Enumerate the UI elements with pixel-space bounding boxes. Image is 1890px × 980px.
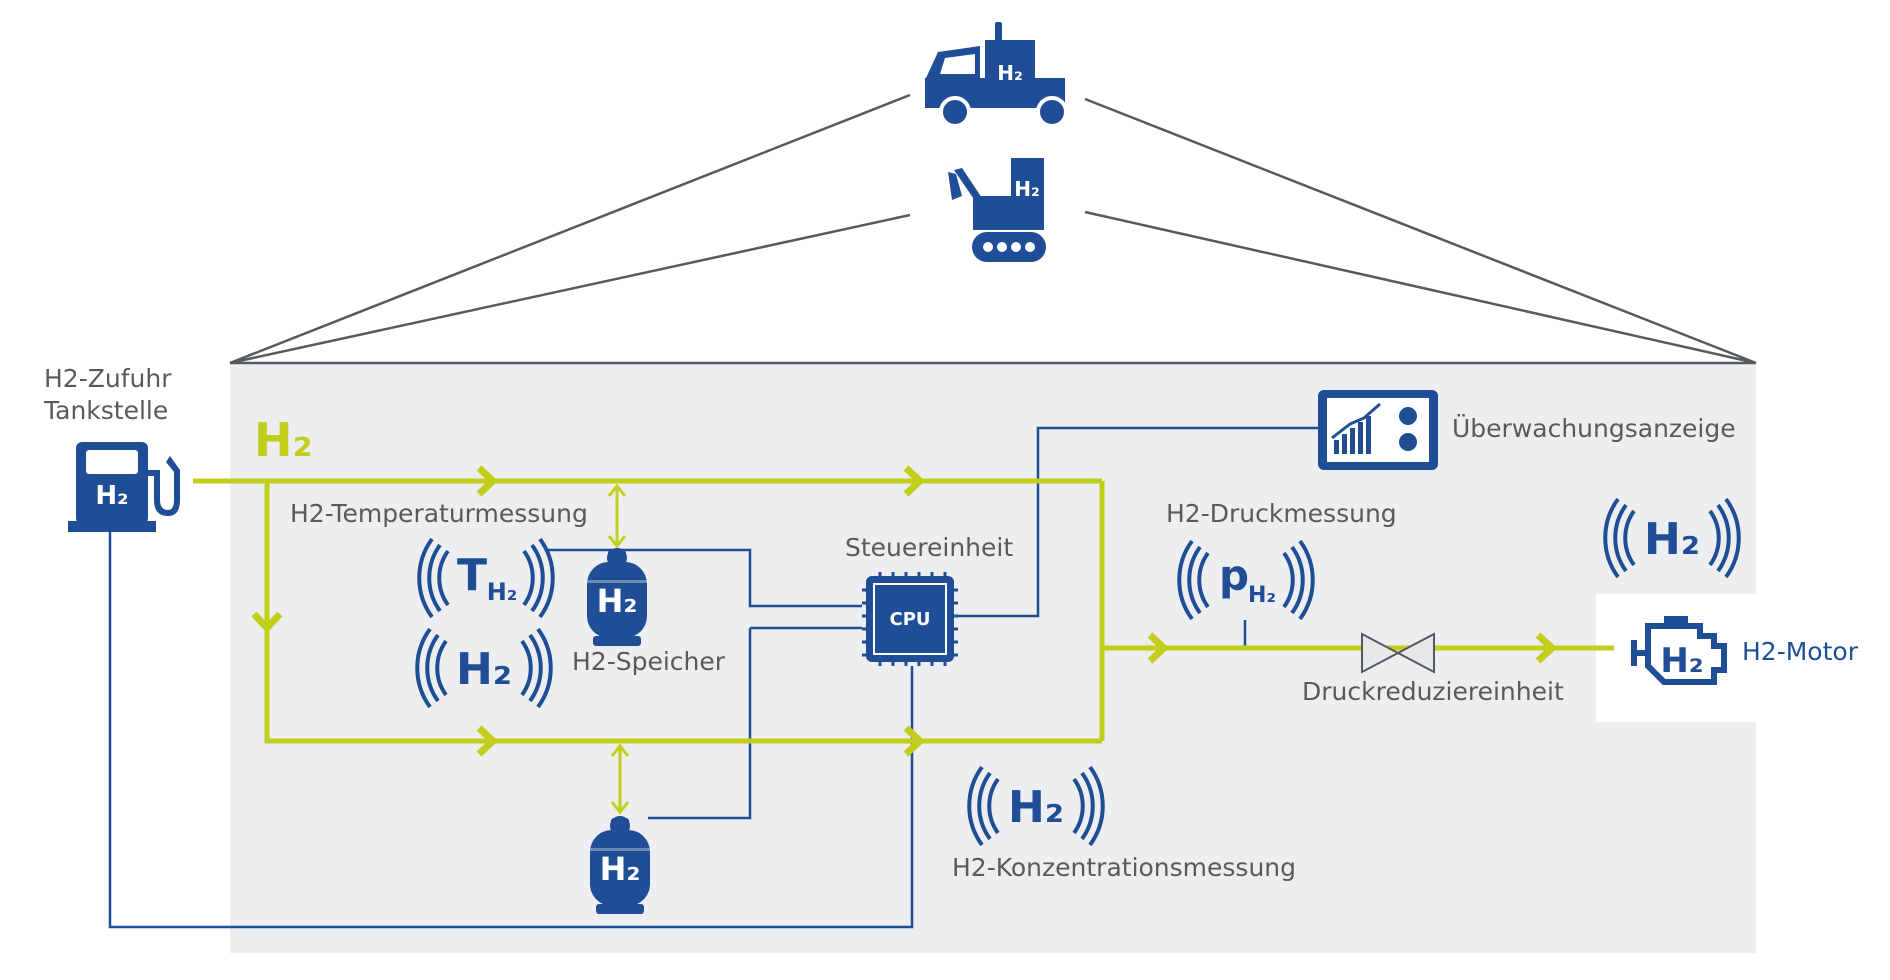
h2-concentration-sensor-icon: H₂ [967,765,1105,847]
temperature-measurement-label: H2-Temperaturmessung [290,499,588,528]
truck-icon: H₂ [925,22,1068,128]
gas-cylinder-icon: H₂ [588,816,652,916]
h2-sensor-icon: H₂ [415,627,553,709]
monitor-chart-icon [1318,390,1438,470]
excavator-icon: H₂ [948,158,1046,262]
engine-box [1596,594,1756,722]
concentration-measurement-label: H2-Konzentrationsmessung [952,853,1296,882]
temperature-sensor-icon: T H₂ [417,537,555,619]
supply-label-line1: H2-Zufuhr [44,364,172,393]
storage-label: H2-Speicher [572,647,726,676]
h2-flow-label: H₂ [254,413,313,467]
system-panel [230,363,1756,953]
gas-cylinder-icon: H₂ [585,548,649,648]
svg-text:H₂: H₂ [1660,641,1703,681]
engine-icon: H₂ [1631,616,1727,685]
svg-text:H₂: H₂ [1248,583,1276,608]
motor-label: H2-Motor [1742,637,1859,666]
svg-text:H₂: H₂ [1644,514,1700,565]
svg-text:T: T [457,550,487,601]
vehicle-connector-lines [229,93,1757,365]
cpu-chip-icon: CPU [862,572,958,666]
pressure-sensor-icon: p H₂ [1177,539,1315,621]
supply-label-line2: Tankstelle [43,396,168,425]
svg-text:H₂: H₂ [997,61,1023,85]
control-unit-label: Steuereinheit [845,533,1013,562]
hydrogen-flow-lines [193,478,1614,744]
pressure-reducer-label: Druckreduziereinheit [1302,677,1564,706]
fuel-pump-icon: H₂ [68,442,180,532]
svg-text:H₂: H₂ [1008,782,1064,833]
svg-text:H₂: H₂ [597,582,638,620]
control-wiring [108,426,1318,929]
svg-text:p: p [1219,551,1249,600]
svg-text:H₂: H₂ [1014,177,1040,201]
monitor-label: Überwachungsanzeige [1452,414,1736,443]
svg-text:CPU: CPU [889,609,930,630]
svg-text:H₂: H₂ [600,850,641,888]
h2-sensor-icon: H₂ [1603,497,1741,579]
svg-text:H₂: H₂ [487,578,518,606]
svg-text:H₂: H₂ [95,481,128,511]
pressure-measurement-label: H2-Druckmessung [1166,499,1397,528]
svg-text:H₂: H₂ [456,644,512,695]
storage-exchange-arrows [607,483,630,815]
valve-icon [1361,632,1435,674]
